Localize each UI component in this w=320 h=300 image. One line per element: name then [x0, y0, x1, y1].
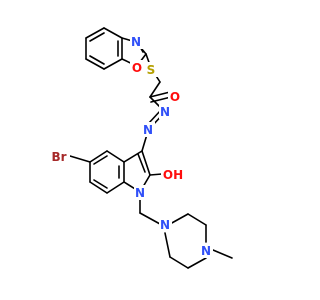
bond [93, 155, 108, 165]
bond [139, 212, 161, 225]
bond [169, 256, 189, 269]
molecule-structure: N O S O N N Br OH [48, 27, 233, 269]
atom-hydrazone-n1: N [159, 104, 172, 119]
bond [149, 81, 161, 98]
atom-label: N [143, 123, 153, 137]
atom-thioether-s: S [145, 62, 158, 77]
atom-carbonyl-o: O [168, 89, 182, 104]
bond [149, 91, 171, 98]
bond [89, 181, 108, 194]
atom-label: S [147, 63, 156, 77]
atom-oxazole-n: N [130, 34, 143, 49]
atom-label: OH [163, 168, 183, 182]
bond [187, 213, 207, 226]
bond [69, 155, 91, 163]
bond [150, 96, 172, 103]
bond [93, 179, 108, 189]
bond [103, 27, 123, 39]
atom-label: N [160, 218, 170, 232]
atom-indole-n: N [134, 185, 147, 200]
bond [106, 181, 125, 194]
bond [85, 27, 105, 39]
bond [212, 249, 233, 259]
atom-label: O [170, 90, 180, 104]
bond [89, 32, 105, 42]
atom-oxazole-o: O [130, 60, 144, 75]
atom-label: N [160, 105, 170, 119]
bond [103, 58, 123, 70]
bond [106, 150, 125, 163]
atom-bromo: Br [48, 149, 70, 164]
bond [137, 153, 146, 173]
atom-label: N [135, 186, 145, 200]
atom-label: Br [51, 150, 66, 164]
atom-hydrazone-n2: N [142, 122, 155, 137]
bond [164, 232, 171, 258]
atom-label: N [201, 244, 211, 258]
bond [89, 150, 108, 163]
bond [169, 213, 189, 225]
bond [149, 173, 163, 176]
bond [187, 257, 207, 269]
bond [89, 55, 105, 65]
atom-piperazine-n4: N [200, 243, 213, 258]
bond [141, 150, 151, 176]
atom-enol-oh: OH [161, 167, 185, 182]
bond [123, 150, 143, 163]
bond [147, 109, 162, 125]
atom-piperazine-n1: N [159, 217, 172, 232]
atom-labels: N O S O N N Br OH [48, 34, 213, 258]
bond [85, 58, 105, 70]
atom-label: O [132, 61, 142, 75]
atom-label: N [131, 35, 141, 49]
